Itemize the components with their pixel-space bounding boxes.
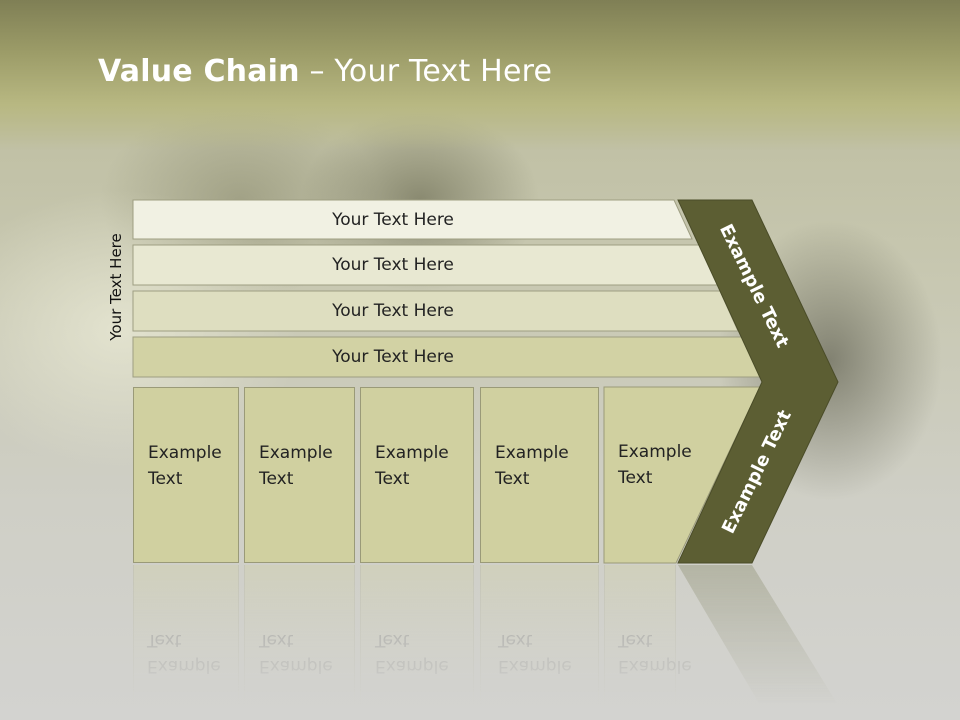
reflection-text-1: Example [147,656,221,676]
reflection-text-3: Example [375,656,449,676]
box-1-line1: Example [148,443,222,463]
box-3-line1: Example [375,443,449,463]
example-box-1: Example Text [133,387,239,563]
reflection-box-1 [133,565,239,705]
title-band [0,0,960,150]
box-4-line1: Example [495,443,569,463]
row-label-2: Your Text Here [332,255,454,275]
reflection-text-4b: Text [498,630,533,650]
title-bold: Value Chain [98,54,300,89]
row-label-1: Your Text Here [332,209,454,230]
reflection: Example Text Example Text Example Text E… [0,565,960,705]
row-bar-1 [132,199,693,240]
example-box-5: Example Text [604,387,714,563]
reflection-text-3b: Text [375,630,410,650]
example-box-4: Example Text [480,387,599,563]
box-5-shape [603,386,761,564]
example-box-2: Example Text [244,387,355,563]
reflection-box-2 [244,565,355,705]
example-box-3: Example Text [360,387,474,563]
box-2-line2: Text [259,469,294,489]
box-1-line2: Text [148,469,183,489]
row-label-3: Your Text Here [332,301,454,321]
box-2-line1: Example [259,443,333,463]
reflection-box-3 [360,565,474,705]
reflection-text-5b: Text [618,630,653,650]
title-rest: – Your Text Here [299,54,553,89]
chevron-arrow [677,199,839,564]
box-5-line1: Example [618,442,692,462]
reflection-text-2b: Text [259,630,294,650]
box-3-line2: Text [375,469,410,489]
reflection-text-2: Example [259,656,333,676]
page-title: Value Chain – Your Text Here [98,54,552,89]
reflection-box-5 [604,565,676,705]
reflection-arrow [678,565,838,705]
reflection-box-4 [480,565,599,705]
reflection-text-5: Example [618,656,692,676]
reflection-text-4: Example [498,656,572,676]
row-label-4: Your Text Here [332,347,454,367]
box-4-line2: Text [495,469,530,489]
reflection-text-1b: Text [147,630,182,650]
box-5-line2: Text [618,468,653,488]
